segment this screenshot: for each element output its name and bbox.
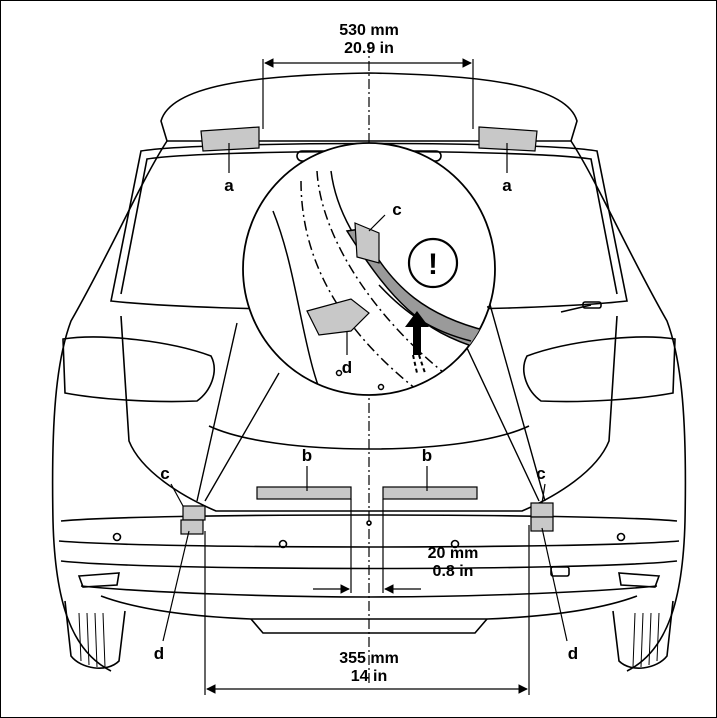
label-d-right: d (568, 644, 578, 663)
strip-d-left (180, 519, 204, 535)
warning-symbol: ! (428, 248, 438, 281)
label-c-left: c (160, 464, 169, 483)
strip-a-left (200, 126, 260, 152)
gap-dimension-in: 0.8 in (433, 563, 474, 580)
gap-dimension-mm: 20 mm (428, 545, 479, 562)
zoom-strip-d (306, 298, 370, 336)
strip-c-right (530, 502, 554, 518)
label-b-left: b (302, 446, 312, 465)
label-c-right: c (536, 464, 545, 483)
strip-d-right (530, 516, 554, 532)
bottom-dimension-mm: 355 mm (339, 650, 399, 667)
marker-strips (180, 126, 554, 535)
dimension-lines (204, 58, 530, 695)
bottom-dimension-in: 14 in (351, 668, 387, 685)
zoom-callout: ! (196, 142, 546, 502)
install-arrow (405, 311, 429, 355)
top-dimension-in: 20.9 in (344, 40, 394, 57)
label-b-right: b (422, 446, 432, 465)
label-a-left: a (224, 176, 234, 195)
top-dimension-mm: 530 mm (339, 22, 399, 39)
label-d-zoom: d (342, 358, 352, 377)
warning-icon: ! (407, 237, 459, 289)
strip-b-left (256, 486, 352, 500)
leader-lines (162, 143, 568, 642)
strip-c-left (182, 505, 206, 521)
label-d-left: d (154, 644, 164, 663)
strip-a-right (478, 126, 538, 152)
strip-b-right (382, 486, 478, 500)
label-a-right: a (502, 176, 512, 195)
wheel-tread (78, 612, 660, 668)
label-c-zoom: c (392, 200, 401, 219)
